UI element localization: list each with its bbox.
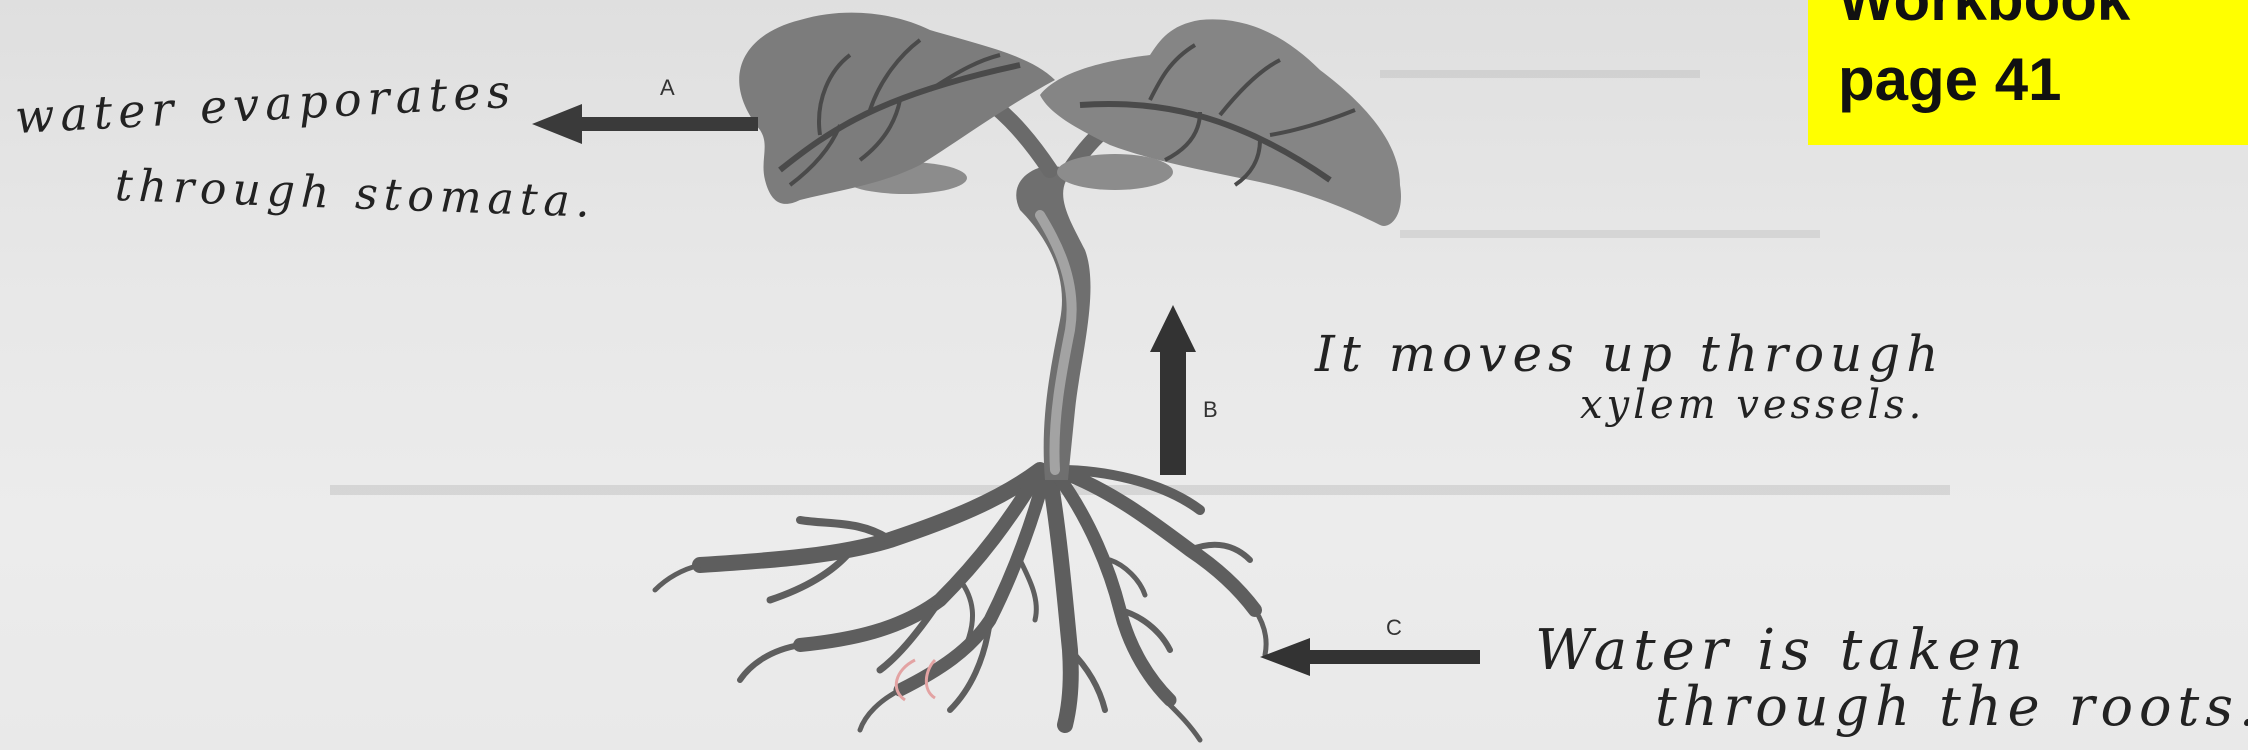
annotation-b-line1: It moves up through: [1315, 325, 1945, 383]
workbook-page-badge: Workbook page 41: [1808, 0, 2248, 145]
badge-line-1: Workbook: [1838, 0, 2248, 40]
annotation-b-line2: xylem vessels.: [1580, 382, 1926, 428]
label-a: A: [660, 75, 675, 100]
stem-icon: [1016, 165, 1091, 480]
annotation-c-line2: through the roots.: [1655, 675, 2248, 738]
roots-icon: [652, 462, 1269, 743]
label-c: C: [1386, 615, 1402, 640]
arrow-left-icon: [1260, 638, 1480, 676]
label-b: B: [1203, 397, 1218, 422]
red-pen-mark-icon: [894, 658, 937, 702]
left-leaf-icon: [739, 12, 1055, 204]
badge-line-2: page 41: [1838, 46, 2062, 113]
faint-background-text: [330, 70, 1950, 495]
plant-illustration-icon: [652, 12, 1401, 743]
arrow-left-icon: [532, 104, 758, 144]
right-leaf-icon: [1040, 19, 1401, 226]
arrow-up-icon: [1150, 305, 1196, 475]
annotation-c-line1: Water is taken: [1535, 618, 2029, 683]
